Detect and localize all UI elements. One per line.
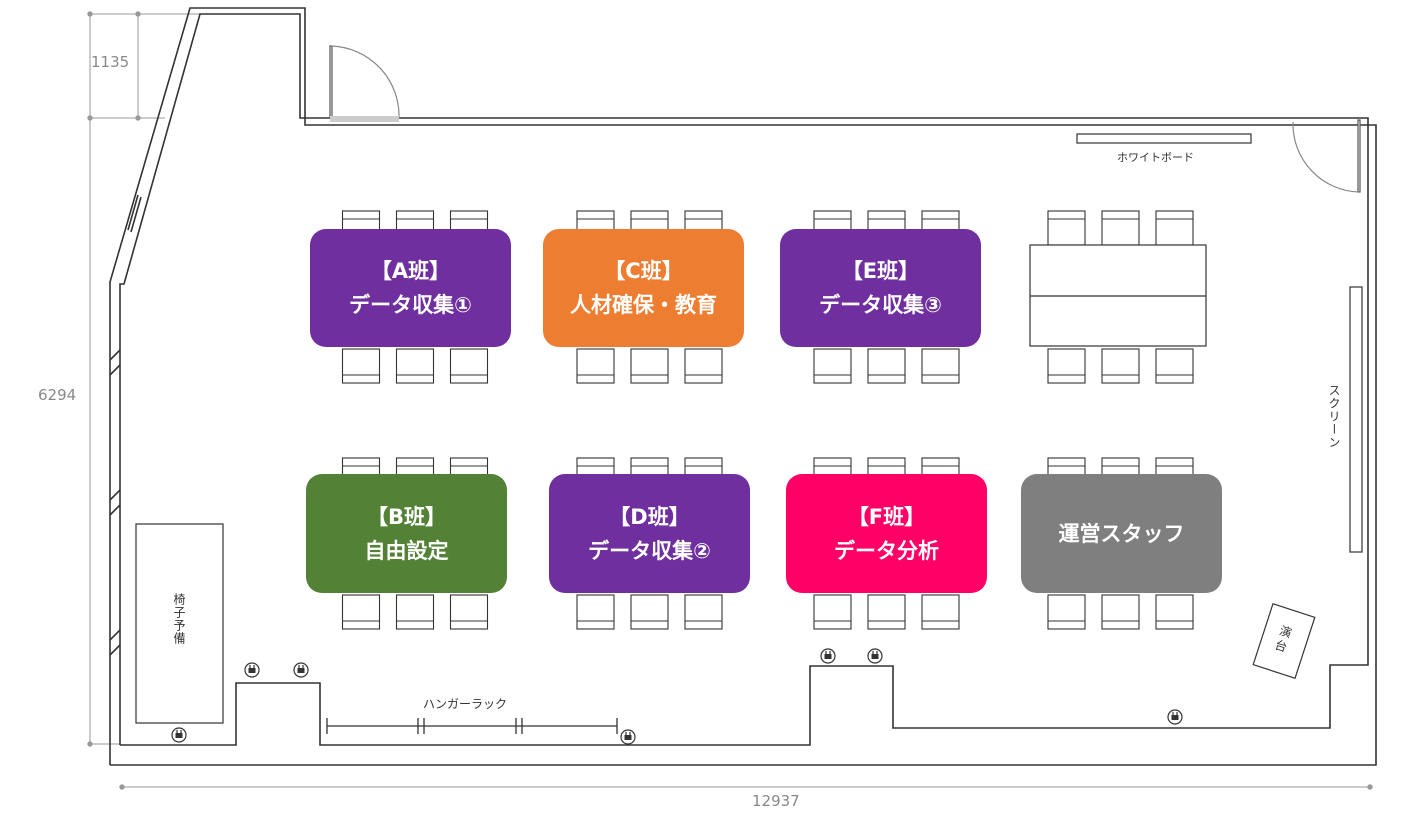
chair-bottom — [921, 348, 960, 384]
group-c-card: 【C班】 人材確保・教育 — [543, 229, 744, 347]
group-f-card: 【F班】 データ分析 — [786, 474, 987, 593]
group-e-name: 【E班】 — [841, 259, 920, 283]
room-width-label: 12937 — [752, 792, 800, 810]
window-mark — [109, 349, 121, 361]
chair-bottom — [630, 348, 669, 384]
chair-bottom — [630, 594, 669, 630]
chair-bottom — [576, 594, 615, 630]
screen — [1349, 286, 1363, 553]
dim-dot — [135, 11, 141, 17]
chair-bottom — [1047, 594, 1086, 630]
chair-bottom — [813, 594, 852, 630]
screen-label: スクリーン — [1327, 384, 1341, 449]
window-mark — [130, 196, 142, 233]
group-f-topic: データ分析 — [834, 538, 939, 563]
outer-wall — [109, 7, 1377, 766]
chair-bottom — [341, 348, 381, 384]
window-mark — [109, 629, 121, 641]
podium — [1252, 603, 1316, 679]
group-a-topic: データ収集① — [349, 293, 472, 317]
group-e-card: 【E班】 データ収集③ — [780, 229, 981, 347]
dim-dot — [119, 784, 125, 790]
window-mark — [109, 489, 121, 501]
chair-top — [1047, 210, 1086, 246]
chair-bottom — [1047, 348, 1086, 384]
dim-dot — [87, 115, 93, 121]
group-e-topic: データ収集③ — [819, 293, 942, 317]
power-outlet-icon — [244, 662, 260, 678]
group-b-topic: 自由設定 — [364, 538, 449, 563]
chair-bottom — [1101, 348, 1140, 384]
group-a-name: 【A班】 — [370, 259, 451, 283]
group-a-card: 【A班】 データ収集① — [310, 229, 511, 347]
window-mark — [109, 364, 121, 376]
room-depth-label: 6294 — [38, 386, 77, 404]
chair-bottom — [1101, 594, 1140, 630]
dim-dot — [1367, 784, 1373, 790]
group-c-name: 【C班】 — [604, 259, 683, 283]
empty-table — [1029, 244, 1207, 347]
hanger-rack — [326, 718, 618, 734]
chair-bottom — [395, 594, 435, 630]
power-outlet-icon — [171, 727, 187, 743]
door-swing-top — [330, 45, 400, 119]
spare-chairs-label: 椅子予備 — [172, 593, 186, 645]
power-outlet-icon — [620, 729, 636, 745]
chair-bottom — [576, 348, 615, 384]
inner-wall — [119, 13, 1369, 746]
outlets — [171, 648, 1183, 745]
door-leaf-right — [1357, 119, 1361, 193]
chair-bottom — [684, 348, 723, 384]
group-d-name: 【D班】 — [609, 504, 690, 529]
chair-bottom — [395, 348, 435, 384]
group-d-topic: データ収集② — [588, 538, 711, 563]
group-b-name: 【B班】 — [366, 504, 446, 529]
chair-bottom — [1155, 348, 1194, 384]
dim-dot — [87, 741, 93, 747]
dim-dot — [135, 115, 141, 121]
power-outlet-icon — [820, 648, 836, 664]
chair-bottom — [921, 594, 960, 630]
window-mark — [127, 194, 139, 231]
door-leaf-top — [329, 45, 333, 119]
chair-top — [1155, 210, 1194, 246]
room-walls — [109, 7, 1377, 766]
chair-bottom — [449, 594, 489, 630]
hanger-rack-label: ハンガーラック — [423, 697, 508, 711]
power-outlet-icon — [1167, 709, 1183, 725]
chair-bottom — [341, 594, 381, 630]
whiteboard-label: ホワイトボード — [1117, 151, 1194, 164]
dim-dot — [87, 11, 93, 17]
staff-card: 運営スタッフ — [1021, 474, 1222, 593]
spare-chair-area — [135, 523, 224, 724]
corridor-width-label: 1135 — [91, 53, 130, 71]
chair-bottom — [813, 348, 852, 384]
door-swing-right — [1292, 121, 1360, 193]
power-outlet-icon — [867, 648, 883, 664]
group-c-topic: 人材確保・教育 — [570, 293, 717, 317]
chair-bottom — [684, 594, 723, 630]
group-d-card: 【D班】 データ収集② — [549, 474, 750, 593]
group-f-name: 【F班】 — [847, 504, 926, 529]
power-outlet-icon — [293, 662, 309, 678]
door-threshold-top — [330, 116, 399, 122]
chair-bottom — [449, 348, 489, 384]
chair-top — [1101, 210, 1140, 246]
chair-bottom — [1155, 594, 1194, 630]
staff-label: 運営スタッフ — [1058, 521, 1185, 546]
chair-bottom — [867, 348, 906, 384]
window-mark — [109, 504, 121, 516]
window-mark — [109, 644, 121, 656]
chair-bottom — [867, 594, 906, 630]
group-b-card: 【B班】 自由設定 — [306, 474, 507, 593]
whiteboard — [1076, 133, 1252, 144]
